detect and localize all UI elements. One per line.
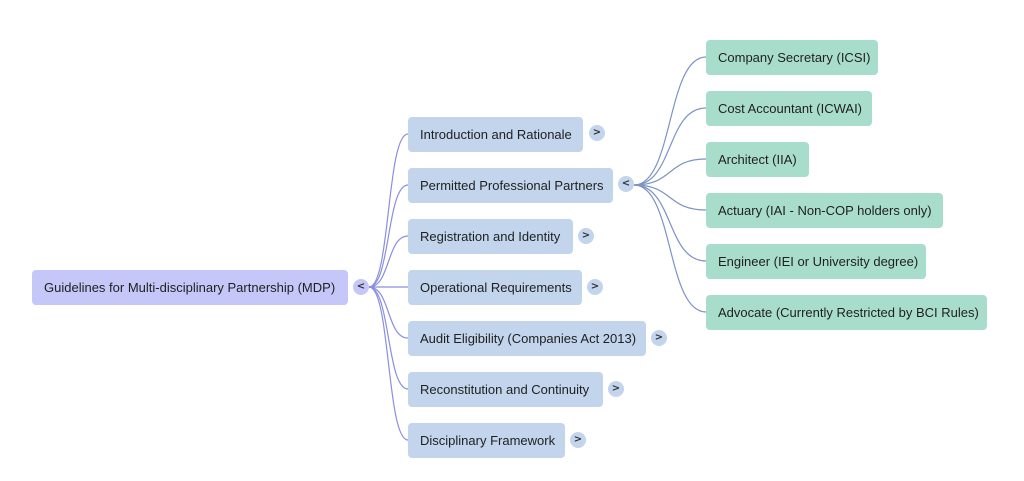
node-company-secretary[interactable]: Company Secretary (ICSI) xyxy=(706,40,878,75)
node-label: Actuary (IAI - Non-COP holders only) xyxy=(718,203,932,218)
node-permitted-professional-partners[interactable]: Permitted Professional Partners xyxy=(408,168,613,203)
connector-root-to-l1 xyxy=(368,286,409,441)
expand-toggle-reconstitution[interactable]: > xyxy=(608,381,624,397)
node-operational-requirements[interactable]: Operational Requirements xyxy=(408,270,582,305)
expand-toggle-audit[interactable]: > xyxy=(651,330,667,346)
node-reconstitution-and-continuity[interactable]: Reconstitution and Continuity xyxy=(408,372,603,407)
node-registration-and-identity[interactable]: Registration and Identity xyxy=(408,219,573,254)
node-label: Audit Eligibility (Companies Act 2013) xyxy=(420,331,637,346)
node-engineer[interactable]: Engineer (IEI or University degree) xyxy=(706,244,926,279)
expand-toggle-introduction[interactable]: > xyxy=(589,125,605,141)
root-node[interactable]: Guidelines for Multi-disciplinary Partne… xyxy=(32,270,348,305)
root-collapse-toggle[interactable]: < xyxy=(353,279,369,295)
expand-toggle-disciplinary[interactable]: > xyxy=(570,432,586,448)
node-label: Introduction and Rationale xyxy=(420,127,572,142)
node-advocate[interactable]: Advocate (Currently Restricted by BCI Ru… xyxy=(706,295,987,330)
connector-root-to-l1 xyxy=(368,133,409,288)
node-architect[interactable]: Architect (IIA) xyxy=(706,142,809,177)
connector-partners-to-l2 xyxy=(633,158,707,186)
node-label: Registration and Identity xyxy=(420,229,561,244)
connector-root-to-l1 xyxy=(368,184,409,288)
connector-root-to-l1 xyxy=(368,286,409,390)
expand-toggle-operational[interactable]: > xyxy=(587,279,603,295)
node-audit-eligibility[interactable]: Audit Eligibility (Companies Act 2013) xyxy=(408,321,646,356)
connector-partners-to-l2 xyxy=(633,107,707,186)
expand-toggle-registration[interactable]: > xyxy=(578,228,594,244)
node-cost-accountant[interactable]: Cost Accountant (ICWAI) xyxy=(706,91,872,126)
collapse-toggle-permitted-partners[interactable]: < xyxy=(618,176,634,192)
node-actuary[interactable]: Actuary (IAI - Non-COP holders only) xyxy=(706,193,943,228)
node-label: Operational Requirements xyxy=(420,280,572,295)
node-label: Reconstitution and Continuity xyxy=(420,382,590,397)
node-label: Permitted Professional Partners xyxy=(420,178,604,193)
node-label: Architect (IIA) xyxy=(718,152,797,167)
connector-partners-to-l2 xyxy=(633,184,707,211)
connector-partners-to-l2 xyxy=(633,56,707,186)
root-node-label: Guidelines for Multi-disciplinary Partne… xyxy=(44,280,336,295)
node-label: Engineer (IEI or University degree) xyxy=(718,254,919,269)
node-introduction-and-rationale[interactable]: Introduction and Rationale xyxy=(408,117,583,152)
node-label: Cost Accountant (ICWAI) xyxy=(718,101,863,116)
connector-root-to-l1 xyxy=(368,286,409,339)
connector-partners-to-l2 xyxy=(633,184,707,262)
node-label: Advocate (Currently Restricted by BCI Ru… xyxy=(718,305,979,320)
node-disciplinary-framework[interactable]: Disciplinary Framework xyxy=(408,423,565,458)
node-label: Disciplinary Framework xyxy=(420,433,556,448)
connector-root-to-l1 xyxy=(368,235,409,288)
connector-partners-to-l2 xyxy=(633,184,707,313)
node-label: Company Secretary (ICSI) xyxy=(718,50,871,65)
